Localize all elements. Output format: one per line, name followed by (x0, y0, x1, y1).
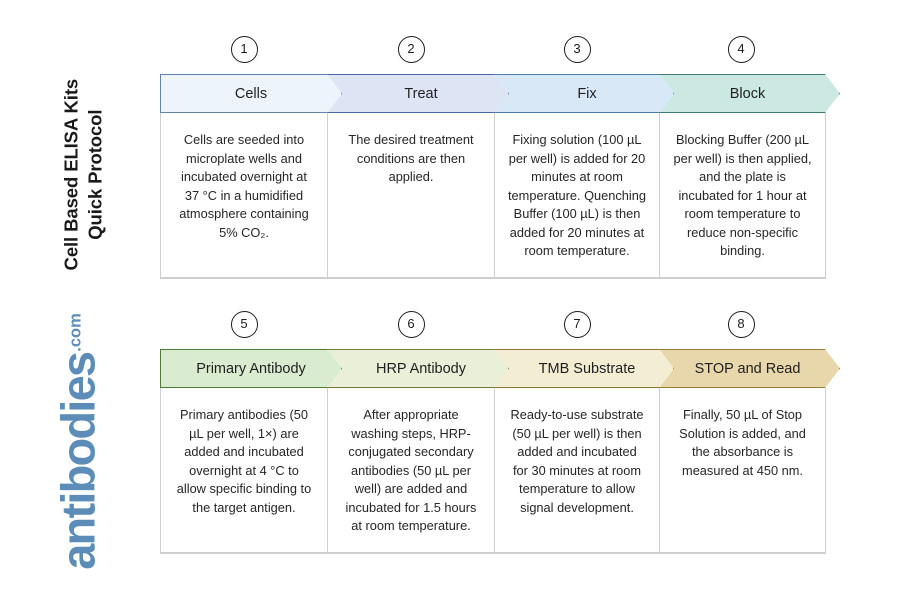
step-description-3: Fixing solution (100 µL per well) is add… (495, 113, 660, 279)
step-number-badge-7: 7 (563, 311, 591, 338)
step-header-1[interactable]: Cells (160, 74, 342, 113)
step-number-badge-2: 2 (397, 36, 425, 63)
step-label-2: Treat (404, 85, 438, 102)
brand-logo: antibodies.com (51, 302, 105, 582)
step-label-8: STOP and Read (694, 360, 801, 377)
step-label-5: Primary Antibody (196, 360, 306, 377)
step-header-7[interactable]: TMB Substrate (494, 349, 674, 388)
brand-tld: .com (66, 313, 85, 352)
step-description-6: After appropriate washing steps, HRP-con… (328, 388, 495, 554)
step-header-4[interactable]: Block (659, 74, 840, 113)
step-header-8[interactable]: STOP and Read (659, 349, 840, 388)
protocol-row-2: 5 6 7 8 Primary Antibody HRP Antibody TMB Sub… (160, 311, 840, 554)
page-title: Cell Based ELISA Kits Quick Protocol (59, 25, 106, 325)
step-number-strip-2: 5 6 7 8 (160, 311, 825, 349)
step-description-1: Cells are seeded into microplate wells a… (161, 113, 328, 279)
step-description-2: The desired treatment conditions are the… (328, 113, 495, 279)
step-header-5[interactable]: Primary Antibody (160, 349, 342, 388)
step-label-3: Fix (577, 85, 597, 102)
step-header-band-1: Cells Treat Fix Block (160, 74, 840, 113)
step-body-band-1: Cells are seeded into microplate wells a… (160, 113, 826, 279)
step-header-2[interactable]: Treat (327, 74, 509, 113)
step-description-7: Ready-to-use substrate (50 µL per well) … (495, 388, 660, 554)
step-number-badge-5: 5 (230, 311, 258, 338)
step-body-band-2: Primary antibodies (50 µL per well, 1×) … (160, 388, 826, 554)
step-number-badge-4: 4 (727, 36, 755, 63)
step-label-4: Block (729, 85, 766, 102)
step-label-6: HRP Antibody (375, 360, 466, 377)
step-number-badge-6: 6 (397, 311, 425, 338)
protocol-row-1: 1 2 3 4 Cells Treat Fix Block Cells are seeded… (160, 36, 840, 279)
step-description-5: Primary antibodies (50 µL per well, 1×) … (161, 388, 328, 554)
step-number-strip-1: 1 2 3 4 (160, 36, 825, 74)
page-title-line-1: Cell Based ELISA Kits (60, 78, 82, 271)
step-description-8: Finally, 50 µL of Stop Solution is added… (660, 388, 826, 554)
page-title-line-2: Quick Protocol (84, 109, 105, 240)
step-number-badge-3: 3 (563, 36, 591, 63)
step-header-3[interactable]: Fix (494, 74, 674, 113)
step-header-band-2: Primary Antibody HRP Antibody TMB Substrat… (160, 349, 840, 388)
brand-name: antibodies (51, 352, 105, 570)
step-header-6[interactable]: HRP Antibody (327, 349, 509, 388)
step-number-badge-1: 1 (230, 36, 258, 63)
step-number-badge-8: 8 (727, 311, 755, 338)
step-label-1: Cells (234, 85, 268, 102)
step-description-4: Blocking Buffer (200 µL per well) is the… (660, 113, 826, 279)
step-label-7: TMB Substrate (538, 360, 636, 377)
left-rail: Cell Based ELISA Kits Quick Protocol ant… (0, 0, 152, 594)
